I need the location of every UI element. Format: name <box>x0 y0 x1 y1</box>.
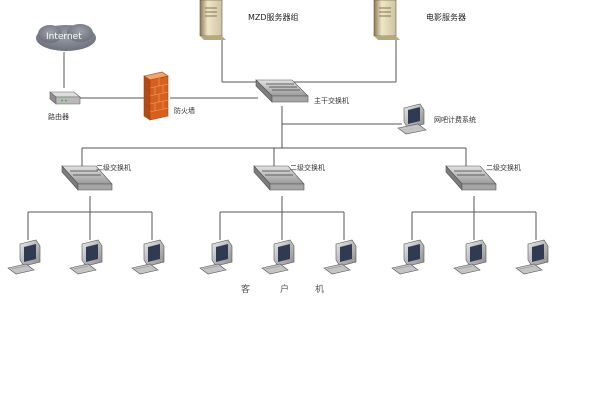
router-icon <box>49 91 81 105</box>
connection-lines <box>27 38 537 240</box>
client-computer-icon <box>515 239 549 275</box>
firewall-label: 防火墙 <box>174 107 195 115</box>
billing-computer-icon <box>397 103 427 135</box>
secondary-switch-icon <box>445 165 497 191</box>
client-label-char: 机 <box>315 285 325 295</box>
movie-server-icon <box>373 0 400 40</box>
movie-server-label: 电影服务器 <box>426 13 466 22</box>
billing-label: 网吧计费系统 <box>434 116 476 124</box>
core-switch-icon <box>255 79 309 103</box>
client-label-char: 客 <box>241 285 251 295</box>
client-computer-icon <box>261 239 295 275</box>
secondary-switch-label: 二级交换机 <box>96 164 131 172</box>
client-computer-icon <box>7 239 41 275</box>
mzd-server-label: MZD服务器组 <box>248 13 299 22</box>
client-computer-icon <box>323 239 357 275</box>
secondary-switch-icon <box>253 165 305 191</box>
client-computers <box>7 239 549 275</box>
client-computer-icon <box>69 239 103 275</box>
router-label: 路由器 <box>48 113 69 121</box>
secondary-switch-icon <box>61 165 113 191</box>
core-switch-label: 主干交换机 <box>314 97 349 105</box>
client-computer-icon <box>453 239 487 275</box>
internet-cloud-icon <box>36 24 96 51</box>
firewall-icon <box>143 71 169 121</box>
client-computer-icon <box>199 239 233 275</box>
client-computer-icon <box>131 239 165 275</box>
client-computer-icon <box>391 239 425 275</box>
secondary-switch-label: 二级交换机 <box>290 164 325 172</box>
secondary-switch-label: 二级交换机 <box>486 164 521 172</box>
client-label-char: 户 <box>280 285 290 295</box>
internet-label: Internet <box>46 32 82 42</box>
mzd-server-icon <box>199 0 226 40</box>
